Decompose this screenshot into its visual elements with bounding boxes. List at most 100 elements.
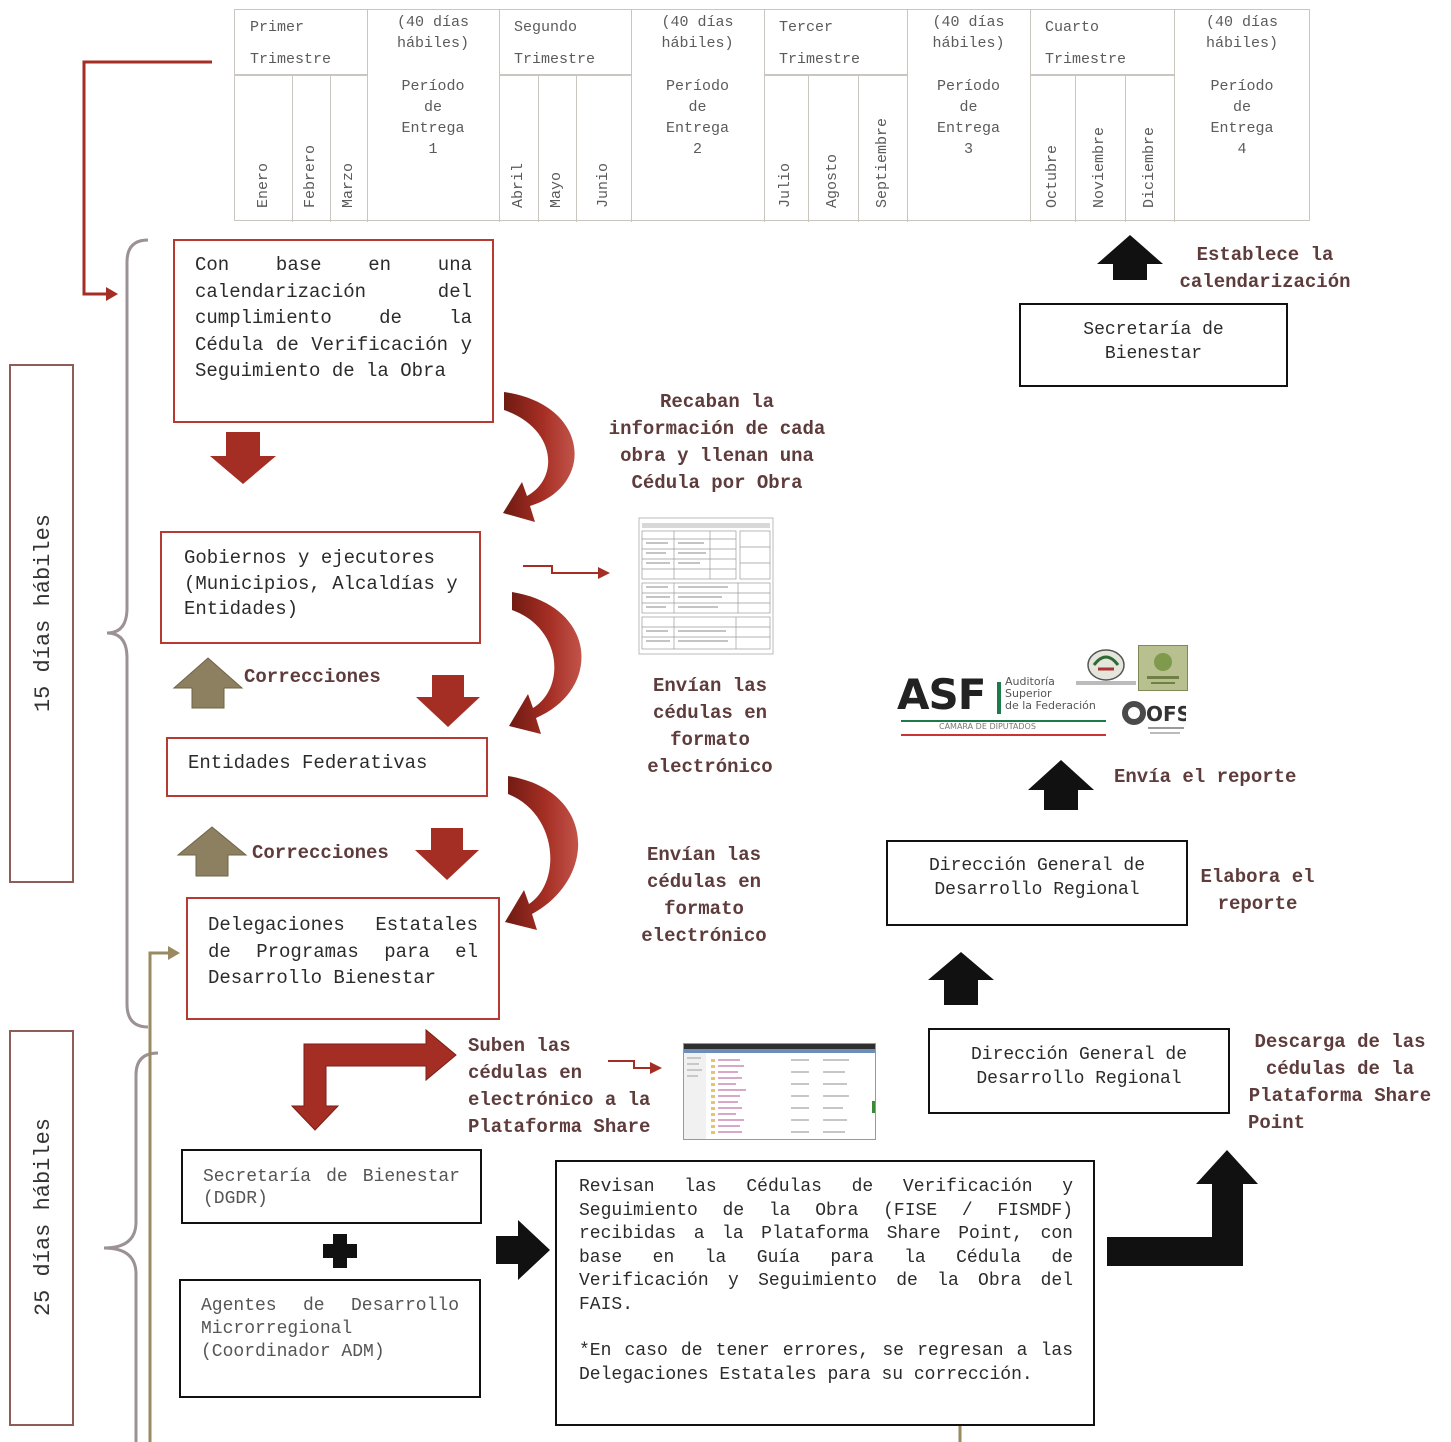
quarter-header: Primer Trimestre	[250, 19, 332, 68]
return-line	[148, 951, 170, 1442]
curved-arrow-3	[505, 776, 579, 930]
cedula-form-image	[638, 517, 774, 655]
month-divider	[808, 76, 809, 222]
brace-top	[106, 238, 149, 1029]
organo-fiscalizacion-icon	[1147, 653, 1179, 684]
tlaxcala-emblem	[1076, 645, 1136, 689]
label-envia-reporte: Envía el reporte	[1114, 766, 1297, 788]
dgdr-elabora-box: Dirección General de Desarrollo Regional	[886, 840, 1188, 926]
sharepoint-thumbnail	[683, 1043, 876, 1140]
label-establece: Establece la calendarización	[1179, 244, 1351, 293]
agentes-desarrollo-box: Agentes de Desarrollo Microrregional (Co…	[179, 1279, 481, 1398]
quarter-divider	[631, 10, 632, 222]
delivery-days: (40 días hábiles)	[396, 14, 469, 52]
month-divider	[1075, 76, 1076, 222]
curved-arrow-2	[509, 592, 582, 734]
ofs-logo-text: OFS	[1146, 702, 1186, 726]
month-label: Agosto	[824, 153, 841, 208]
ofs-logo: OFS	[1120, 697, 1191, 739]
revisan-cedulas-box: Revisan las Cédulas de Verificación y Se…	[555, 1160, 1095, 1426]
month-divider	[576, 76, 577, 222]
month-label: Enero	[254, 162, 272, 208]
to-sharepoint-connector	[608, 1060, 652, 1069]
quarter-header: Segundo Trimestre	[514, 19, 596, 68]
revisan-text: Revisan las Cédulas de Verificación y Se…	[579, 1177, 1073, 1315]
label-correcciones-2: Correcciones	[252, 842, 389, 864]
label-envian-1: Envían las cédulas en formato electrónic…	[647, 675, 773, 778]
month-label: Febrero	[302, 144, 319, 208]
elbow-arrow-suben	[290, 1028, 457, 1131]
right-arrow-black	[496, 1220, 550, 1280]
label-recaban: Recaban la información de cada obra y ll…	[608, 391, 826, 494]
month-label: Noviembre	[1091, 126, 1108, 208]
side-label-15-dias: 15 días hábiles	[9, 364, 74, 883]
calendarizacion-box: Con base en una calendarización del cump…	[173, 239, 494, 423]
entidades-federativas-box: Entidades Federativas	[166, 737, 488, 797]
correcciones-up-arrow-2	[176, 826, 248, 877]
down-arrow-2	[416, 675, 480, 727]
side-label-25-dias-text: 25 días hábiles	[31, 1118, 56, 1317]
month-divider	[1125, 76, 1126, 222]
asf-logo-letters: ASF	[897, 670, 986, 719]
label-suben: Suben las cédulas en electrónico a la Pl…	[468, 1035, 651, 1138]
quarter-header: Cuarto Trimestre	[1045, 19, 1127, 68]
plus-sign-horizontal	[323, 1244, 357, 1258]
ofs-logo-icon: OFS	[1122, 701, 1191, 734]
delivery-period: Período de Entrega 1	[401, 78, 465, 158]
asf-logo-bar	[997, 682, 1001, 714]
quarter-divider	[907, 10, 908, 222]
tlaxcala-emblem-icon	[1076, 649, 1136, 685]
month-label: Septiembre	[873, 117, 891, 208]
brace-bottom	[103, 1051, 159, 1442]
calendar-connector-arrowhead	[106, 287, 118, 301]
delivery-period: Período de Entrega 4	[1210, 78, 1274, 158]
asf-logo-red-line	[901, 734, 1106, 736]
delivery-period: Período de Entrega 3	[936, 78, 1000, 158]
to-form-connector	[523, 565, 600, 574]
asf-line2: Superior	[1005, 687, 1052, 700]
quarter-end-divider	[764, 10, 765, 222]
side-label-25-dias: 25 días hábiles	[9, 1030, 74, 1426]
to-form-arrowhead	[598, 567, 610, 579]
up-arrow-elabora	[928, 952, 994, 1005]
month-divider	[858, 76, 859, 222]
asf-logo-green-line	[901, 720, 1106, 722]
sharepoint-image	[683, 1043, 876, 1140]
month-label: Junio	[594, 162, 612, 208]
cedula-form-thumbnail	[638, 517, 774, 655]
month-label: Mayo	[548, 171, 565, 208]
month-label: Abril	[509, 162, 527, 208]
quarter-end-divider	[1030, 10, 1031, 222]
month-divider	[538, 76, 539, 222]
quarter-divider	[367, 10, 368, 222]
gobiernos-ejecutores-box: Gobiernos y ejecutores (Municipios, Alca…	[160, 531, 481, 644]
revisan-note: *En caso de tener errores, se regresan a…	[579, 1341, 1073, 1385]
asf-logo-text: ASF	[897, 670, 986, 719]
up-arrow-envia	[1028, 760, 1094, 810]
month-label: Marzo	[339, 162, 357, 208]
correcciones-up-arrow-1	[172, 657, 244, 709]
quarter-header-divider	[1030, 74, 1174, 76]
dgdr-descarga-box: Dirección General de Desarrollo Regional	[928, 1028, 1230, 1114]
quarter-header-divider	[235, 74, 367, 76]
secretaria-dgdr-box: Secretaría de Bienestar (DGDR)	[181, 1149, 482, 1224]
asf-logo-sub: CÁMARA DE DIPUTADOS	[939, 722, 1036, 731]
quarter-header-divider	[764, 74, 907, 76]
quarter-header-divider	[499, 74, 631, 76]
quarter-end-divider	[499, 10, 500, 222]
asf-line3: de la Federación	[1005, 699, 1096, 712]
label-descarga: Descarga de las cédulas de la Plataforma…	[1248, 1031, 1432, 1134]
label-correcciones-1: Correcciones	[244, 666, 381, 688]
quarter-divider	[1174, 10, 1175, 222]
quarter-header: Tercer Trimestre	[779, 19, 861, 68]
calendar-connector-line	[82, 60, 212, 296]
delivery-days: (40 días hábiles)	[1205, 14, 1278, 52]
delivery-days: (40 días hábiles)	[932, 14, 1005, 52]
delivery-days: (40 días hábiles)	[661, 14, 734, 52]
label-envian-2: Envían las cédulas en formato electrónic…	[641, 844, 767, 947]
to-sharepoint-arrowhead	[650, 1062, 662, 1074]
asf-logo: ASF Auditoría Superior de la Federación …	[897, 672, 1111, 740]
delivery-period: Período de Entrega 2	[665, 78, 729, 158]
